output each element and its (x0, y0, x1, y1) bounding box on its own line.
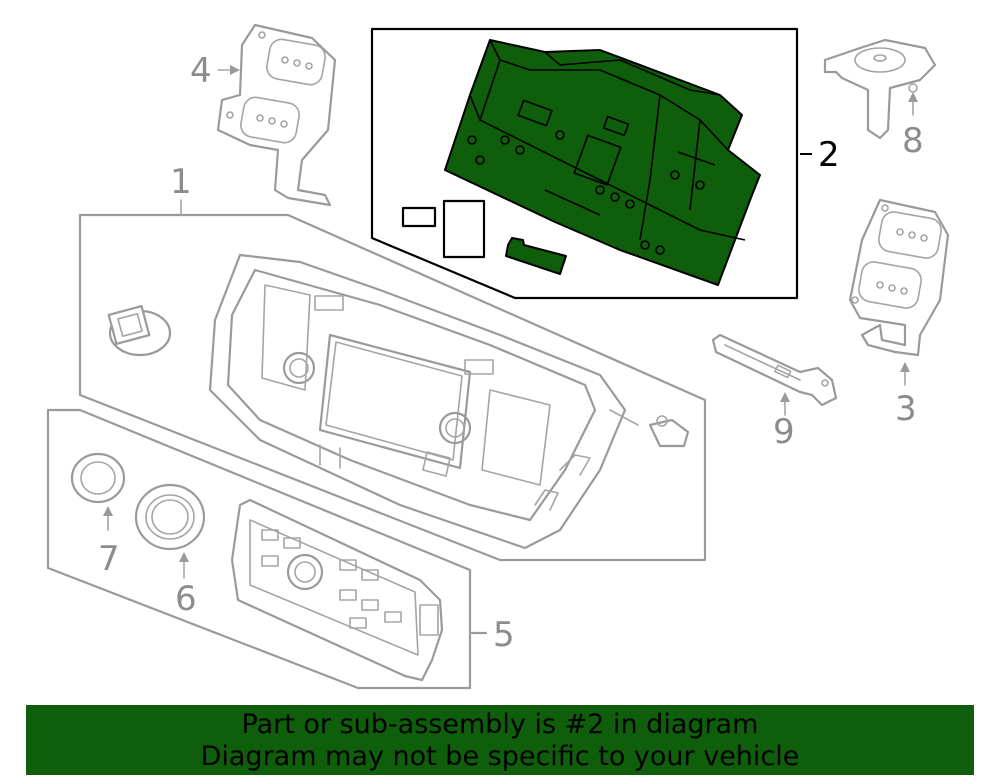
banner-line-1: Part or sub-assembly is #2 in diagram (241, 709, 759, 740)
part-2-highlighted-assembly[interactable] (370, 27, 799, 300)
part-7-small-ring[interactable] (70, 452, 126, 531)
banner-line-2: Diagram may not be specific to your vehi… (200, 741, 800, 772)
callout-2: 2 (818, 135, 840, 175)
part-3-right-bracket[interactable] (848, 198, 950, 386)
callout-1: 1 (170, 162, 192, 202)
connector-clip (609, 409, 690, 448)
part-6-knob-ring[interactable] (134, 483, 206, 579)
callout-8: 8 (902, 121, 924, 161)
callout-4: 4 (190, 51, 212, 91)
callout-7: 7 (98, 539, 120, 579)
part-5-climate-control-group[interactable] (46, 408, 488, 690)
part-1-center-panel-group[interactable] (78, 199, 707, 562)
hazard-switch (107, 305, 172, 357)
callout-6: 6 (175, 579, 197, 619)
part-4-left-bracket[interactable] (216, 23, 337, 207)
callout-5: 5 (493, 615, 515, 655)
part-8-top-bracket[interactable] (823, 38, 937, 140)
callout-3: 3 (895, 389, 917, 429)
info-banner: Part or sub-assembly is #2 in diagram Di… (26, 705, 974, 775)
part-9-harness-bracket[interactable] (711, 333, 838, 416)
callout-9: 9 (773, 412, 795, 452)
